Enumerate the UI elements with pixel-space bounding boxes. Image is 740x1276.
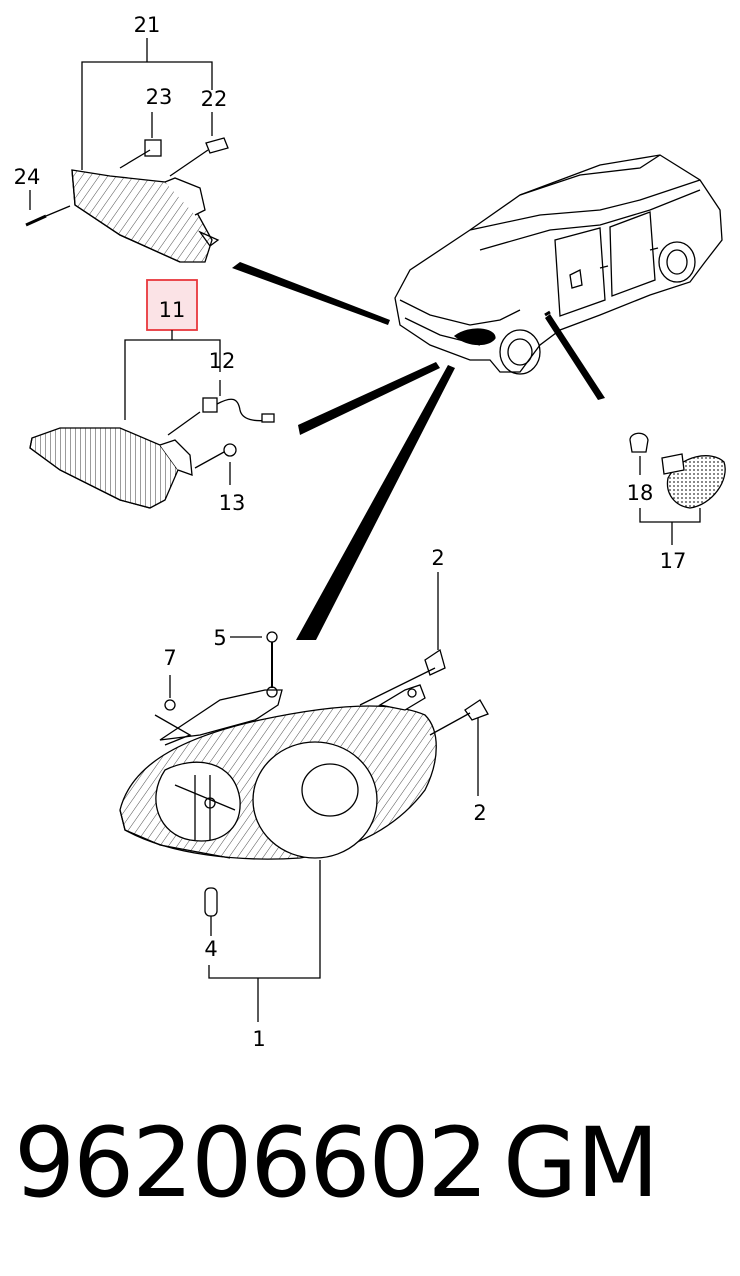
callout-24: 24 — [14, 165, 41, 189]
side-marker-lamp-17 — [629, 432, 726, 545]
callout-5: 5 — [213, 626, 226, 650]
callout-2-bottom: 2 — [473, 801, 486, 825]
fog-lamp-11 — [29, 330, 275, 509]
callout-23: 23 — [146, 85, 173, 109]
callout-13: 13 — [219, 491, 246, 515]
callout-7: 7 — [163, 646, 176, 670]
callout-1: 1 — [252, 1027, 265, 1051]
callout-4: 4 — [204, 937, 217, 961]
brand-label: GM — [503, 1107, 659, 1219]
part-number: 96206602 — [14, 1107, 489, 1219]
callout-21: 21 — [134, 13, 161, 37]
selected-callout-box — [146, 279, 198, 331]
callout-17: 17 — [660, 549, 687, 573]
callout-12: 12 — [209, 349, 236, 373]
car-silhouette — [394, 154, 723, 375]
callout-11: 11 — [159, 298, 186, 322]
pointer-wedges — [232, 262, 605, 640]
callout-22: 22 — [201, 87, 228, 111]
headlamp-assembly-1 — [119, 572, 489, 1022]
callout-18: 18 — [627, 481, 654, 505]
callout-2-top: 2 — [431, 546, 444, 570]
turn-signal-lamp-21 — [25, 38, 229, 263]
